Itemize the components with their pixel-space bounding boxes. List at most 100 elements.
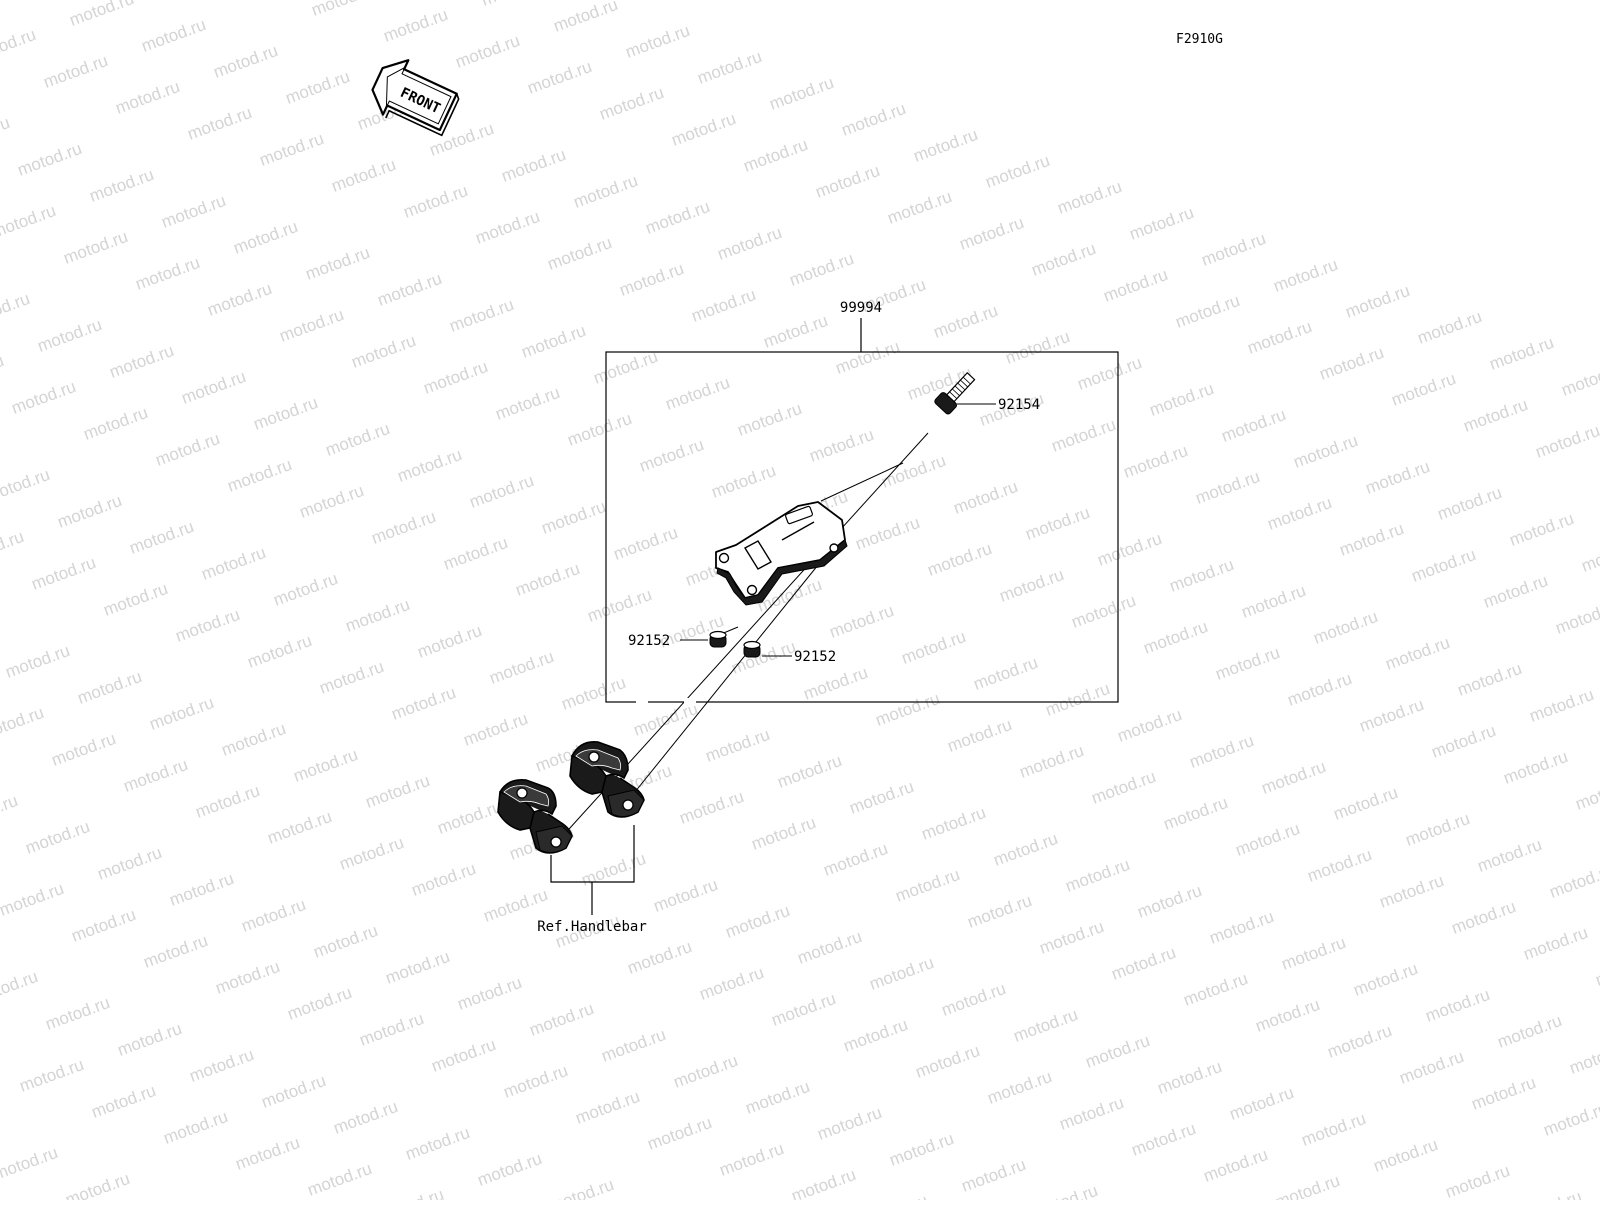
- watermark-text: motod.ru: [611, 523, 681, 564]
- watermark-text: motod.ru: [565, 409, 635, 450]
- watermark-text: motod.ru: [787, 249, 857, 290]
- watermark-text: motod.ru: [597, 83, 667, 124]
- watermark-text: motod.ru: [231, 217, 301, 258]
- watermark-text: motod.ru: [271, 569, 341, 610]
- watermark-text: motod.ru: [1305, 845, 1375, 886]
- watermark-text: motod.ru: [985, 1067, 1055, 1108]
- watermark-text: motod.ru: [1515, 1187, 1585, 1200]
- watermark-text: motod.ru: [599, 1025, 669, 1066]
- watermark-text: motod.ru: [1055, 177, 1125, 218]
- watermark-text: motod.ru: [1449, 897, 1519, 938]
- watermark-text: motod.ru: [199, 543, 269, 584]
- watermark-text: motod.ru: [265, 807, 335, 848]
- watermark-text: motod.ru: [1227, 1083, 1297, 1124]
- watermark-text: motod.ru: [479, 0, 549, 10]
- watermark-text: motod.ru: [873, 689, 943, 730]
- watermark-text: motod.ru: [257, 129, 327, 170]
- watermark-text: motod.ru: [29, 553, 99, 594]
- watermark-text: motod.ru: [795, 927, 865, 968]
- watermark-text: motod.ru: [153, 429, 223, 470]
- watermark-text: motod.ru: [205, 279, 275, 320]
- watermark-text: motod.ru: [317, 657, 387, 698]
- watermark-text: motod.ru: [0, 0, 64, 4]
- watermark-text: motod.ru: [127, 517, 197, 558]
- watermark-text: motod.ru: [75, 667, 145, 708]
- watermark-text: motod.ru: [1495, 1011, 1565, 1052]
- watermark-text: motod.ru: [1049, 415, 1119, 456]
- watermark-text: motod.ru: [1559, 359, 1600, 400]
- watermark-text: motod.ru: [415, 621, 485, 662]
- watermark-text: motod.ru: [389, 683, 459, 724]
- watermark-text: motod.ru: [1181, 969, 1251, 1010]
- watermark-text: motod.ru: [63, 1169, 133, 1200]
- watermark-text: motod.ru: [1037, 917, 1107, 958]
- watermark-text: motod.ru: [1023, 503, 1093, 544]
- watermark-text: motod.ru: [349, 331, 419, 372]
- watermark-text: motod.ru: [499, 145, 569, 186]
- watermark-text: motod.ru: [1541, 1099, 1600, 1140]
- watermark-text: motod.ru: [329, 155, 399, 196]
- watermark-text: motod.ru: [1397, 1047, 1467, 1088]
- watermark-text: motod.ru: [847, 777, 917, 818]
- watermark-text: motod.ru: [1083, 1031, 1153, 1072]
- watermark-text: motod.ru: [645, 1113, 715, 1154]
- watermark-text: motod.ru: [303, 243, 373, 284]
- watermark-text: motod.ru: [1101, 265, 1171, 306]
- watermark-text: motod.ru: [997, 565, 1067, 606]
- watermark-text: motod.ru: [559, 673, 629, 714]
- watermark-text: motod.ru: [377, 1185, 447, 1200]
- watermark-text: motod.ru: [703, 725, 773, 766]
- watermark-text: motod.ru: [689, 285, 759, 326]
- watermark-text: motod.ru: [285, 983, 355, 1024]
- watermark-text: motod.ru: [0, 351, 6, 392]
- watermark-text: motod.ru: [669, 109, 739, 150]
- watermark-text: motod.ru: [697, 963, 767, 1004]
- watermark-text: motod.ru: [161, 1107, 231, 1148]
- watermark-text: motod.ru: [767, 73, 837, 114]
- watermark-text: motod.ru: [473, 207, 543, 248]
- watermark-text: motod.ru: [813, 161, 883, 202]
- watermark-text: motod.ru: [395, 445, 465, 486]
- watermark-text: motod.ru: [789, 1165, 859, 1200]
- watermark-text: motod.ru: [61, 227, 131, 268]
- watermark-text: motod.ru: [1199, 229, 1269, 270]
- watermark-text: motod.ru: [1141, 617, 1211, 658]
- watermark-text: motod.ru: [519, 321, 589, 362]
- watermark-text: motod.ru: [1233, 819, 1303, 860]
- watermark-text: motod.ru: [441, 533, 511, 574]
- watermark-text: motod.ru: [331, 1097, 401, 1138]
- watermark-text: motod.ru: [277, 305, 347, 346]
- watermark-text: motod.ru: [833, 337, 903, 378]
- watermark-text: motod.ru: [1135, 881, 1205, 922]
- watermark-text: motod.ru: [107, 341, 177, 382]
- watermark-text: motod.ru: [841, 1015, 911, 1056]
- watermark-text: motod.ru: [821, 839, 891, 880]
- watermark-text: motod.ru: [1377, 871, 1447, 912]
- watermark-text: motod.ru: [539, 497, 609, 538]
- watermark-text: motod.ru: [815, 1103, 885, 1144]
- watermark-text: motod.ru: [1063, 855, 1133, 896]
- watermark-text: motod.ru: [1415, 307, 1485, 348]
- watermark-text: motod.ru: [671, 1051, 741, 1092]
- collar-right-part: [744, 642, 760, 658]
- watermark-text: motod.ru: [1501, 747, 1571, 788]
- watermark-text: motod.ru: [461, 709, 531, 750]
- watermark-text: motod.ru: [827, 601, 897, 642]
- watermark-text: motod.ru: [101, 579, 171, 620]
- watermark-text: motod.ru: [579, 849, 649, 890]
- watermark-text: motod.ru: [991, 829, 1061, 870]
- watermark-text: motod.ru: [213, 957, 283, 998]
- watermark-text: motod.ru: [1115, 705, 1185, 746]
- watermark-text: motod.ru: [867, 953, 937, 994]
- watermark-text: motod.ru: [343, 595, 413, 636]
- watermark-text: motod.ru: [1343, 281, 1413, 322]
- watermark-text: motod.ru: [1265, 493, 1335, 534]
- watermark-text: motod.ru: [983, 151, 1053, 192]
- watermark-text: motod.ru: [761, 311, 831, 352]
- watermark-text: motod.ru: [401, 181, 471, 222]
- watermark-text: motod.ru: [159, 191, 229, 232]
- watermark-text: motod.ru: [135, 1195, 205, 1200]
- watermark-text: motod.ru: [1443, 1161, 1513, 1200]
- watermark-text: motod.ru: [305, 1159, 375, 1200]
